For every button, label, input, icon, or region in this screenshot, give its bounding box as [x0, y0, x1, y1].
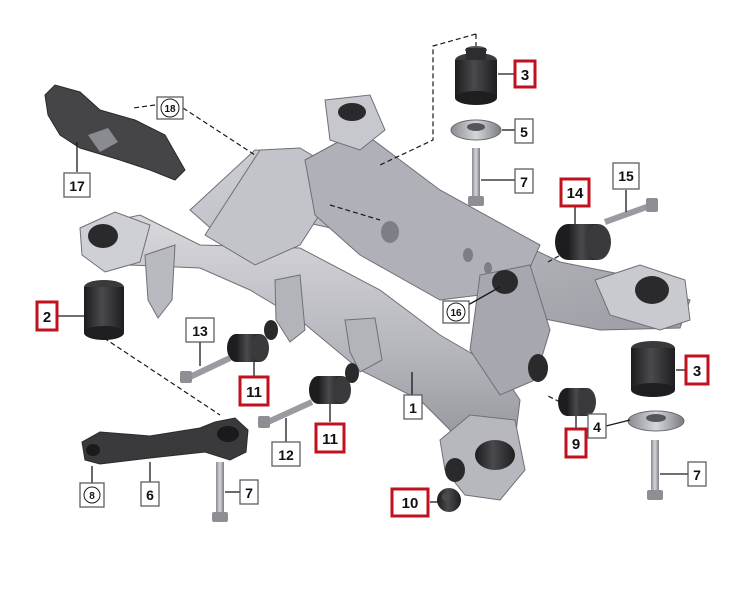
bushing-11-mid: [309, 363, 359, 404]
rear-subframe: [79, 94, 691, 501]
bushing-14: [555, 224, 611, 260]
svg-text:3: 3: [693, 363, 701, 380]
label-11-mid: 11: [314, 422, 346, 454]
label-3-top: 3: [513, 59, 537, 89]
bushing-11-left: [227, 320, 278, 362]
bushing-3-right: [631, 341, 675, 397]
bushing-3-top: [455, 46, 497, 105]
svg-text:15: 15: [618, 168, 634, 184]
bushing-2: [84, 280, 124, 340]
subframe-bracket-mid: [274, 274, 306, 343]
dashed-link-6: [103, 337, 221, 416]
label-11-left: 11: [238, 375, 270, 407]
boss-bushing-10-seat: [445, 440, 515, 482]
label-1: 1: [403, 394, 423, 420]
dashed-assembly-lines: [103, 33, 567, 416]
svg-text:9: 9: [572, 436, 580, 453]
leader-lines: [58, 73, 688, 503]
leader-4: [605, 419, 631, 427]
label-17: 17: [63, 172, 91, 198]
svg-text:16: 16: [450, 308, 462, 319]
label-3-right: 3: [684, 354, 710, 386]
subframe-centre-bushing: [492, 270, 518, 294]
subframe-left-mount-hole: [88, 224, 118, 248]
svg-text:5: 5: [520, 124, 528, 140]
svg-text:12: 12: [278, 447, 294, 463]
svg-text:17: 17: [69, 178, 85, 194]
label-7-top: 7: [514, 168, 534, 194]
label-6: 6: [140, 481, 160, 507]
subframe-right-mount-hole: [635, 276, 669, 304]
bolt-7-right: [647, 440, 663, 500]
dashed-9-subframe: [545, 394, 561, 403]
heat-shield-17: [44, 84, 186, 181]
washer-5-top: [450, 119, 502, 141]
label-12: 12: [271, 441, 301, 467]
label-7-bottom: 7: [239, 479, 259, 505]
subframe-bracket-right: [344, 317, 383, 373]
svg-text:18: 18: [164, 104, 176, 115]
svg-text:11: 11: [246, 384, 262, 401]
svg-text:7: 7: [245, 485, 253, 501]
dashed-centre: [329, 204, 381, 221]
subframe-cross-hole-1: [381, 221, 399, 243]
subframe-bracket-left: [144, 244, 176, 319]
svg-text:3: 3: [521, 67, 529, 84]
label-4: 4: [587, 413, 607, 439]
svg-text:1: 1: [409, 400, 417, 416]
svg-text:6: 6: [146, 487, 154, 503]
bolt-15: [603, 198, 658, 225]
label-10: 10: [390, 487, 430, 518]
label-5: 5: [514, 118, 534, 144]
bushing-10: [437, 488, 461, 512]
dashed-18-left: [132, 104, 156, 109]
label-9: 9: [564, 427, 588, 459]
svg-text:7: 7: [693, 467, 701, 483]
dashed-14-subframe: [547, 251, 567, 263]
svg-text:7: 7: [520, 174, 528, 190]
svg-text:11: 11: [322, 431, 338, 448]
svg-text:13: 13: [192, 323, 208, 339]
dashed-3-top: [379, 33, 477, 166]
label-18: 18: [156, 96, 184, 120]
subframe-right-low-bushing: [528, 354, 548, 382]
subframe-top-mount-hole: [338, 103, 366, 121]
bolt-12: [258, 399, 314, 428]
label-2: 2: [35, 300, 59, 332]
washer-4: [627, 410, 685, 432]
bolt-13: [180, 355, 232, 383]
bushing-9: [558, 388, 596, 416]
bolt-7-bottom: [212, 462, 228, 522]
leader-16: [467, 286, 501, 306]
dashed-18: [182, 107, 256, 156]
svg-text:4: 4: [593, 419, 601, 435]
trailing-link-6: [81, 417, 249, 465]
label-13: 13: [185, 317, 215, 343]
label-14: 14: [559, 177, 591, 208]
svg-text:10: 10: [402, 495, 419, 512]
label-7-right: 7: [687, 461, 707, 487]
label-15: 15: [612, 162, 640, 190]
label-16: 16: [442, 300, 470, 324]
svg-text:2: 2: [43, 309, 51, 326]
label-8: 8: [79, 482, 105, 508]
svg-text:14: 14: [567, 185, 584, 202]
subframe-cross-hole-2: [463, 248, 473, 262]
subframe-cross-hole-3: [484, 262, 492, 274]
heat-shield-hole: [88, 128, 118, 152]
bolt-7-top: [468, 148, 484, 206]
svg-text:8: 8: [89, 491, 95, 502]
